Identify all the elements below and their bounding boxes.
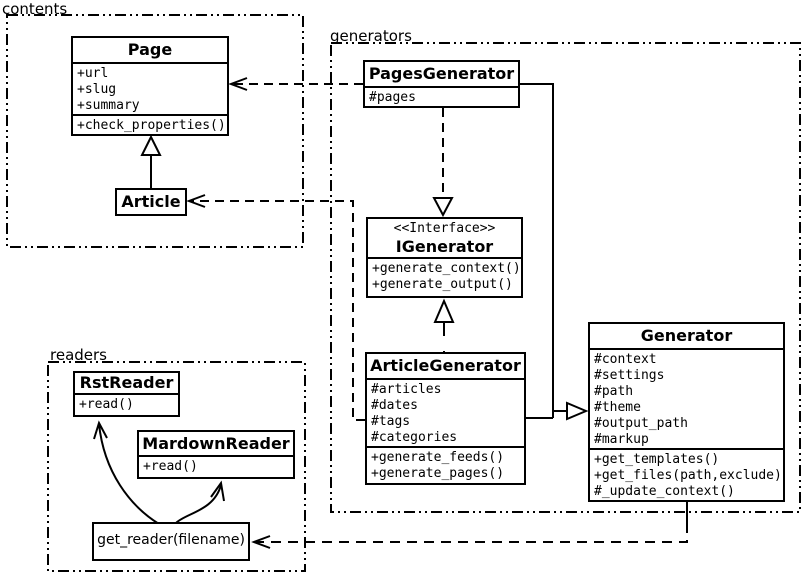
class-title: Article [121, 192, 181, 211]
class-title: Generator [640, 326, 733, 345]
attributes-compartment: #pages [365, 86, 518, 106]
methods-compartment: +read() [75, 393, 178, 413]
attribute: #settings [594, 368, 665, 383]
method: +read() [79, 397, 134, 412]
package-label-contents: contents [2, 0, 68, 18]
attribute: #categories [371, 430, 458, 445]
class-title-block: <<Interface>> IGenerator [368, 219, 521, 257]
class-title: RstReader [79, 373, 174, 392]
attribute: +summary [77, 98, 140, 113]
class-title: IGenerator [395, 237, 494, 256]
inheritance-triangle-icon [566, 401, 589, 421]
attributes-compartment: #context #settings #path #theme #output_… [590, 348, 783, 448]
attributes-compartment: #articles #dates #tags #categories [367, 378, 524, 446]
method: #_update_context() [594, 484, 735, 499]
class-article-generator: ArticleGenerator #articles #dates #tags … [365, 352, 526, 485]
inheritance-triangle-icon [433, 298, 455, 323]
open-arrow-icon [93, 420, 108, 440]
inheritance-triangle-icon [140, 134, 162, 156]
dependency-arrow-icon [251, 535, 271, 549]
method: +get_files(path,exclude) [594, 468, 782, 483]
methods-compartment: +read() [139, 455, 293, 475]
method: +generate_pages() [371, 466, 505, 481]
class-title: PagesGenerator [368, 64, 515, 83]
method: +check_properties() [77, 118, 226, 133]
class-igenerator: <<Interface>> IGenerator +generate_conte… [366, 217, 523, 298]
methods-compartment: +generate_feeds() +generate_pages() [367, 446, 524, 482]
attribute: #articles [371, 382, 442, 397]
function-get-reader: get_reader(filename) [92, 522, 250, 561]
realization-triangle-icon [432, 197, 454, 218]
class-title: Page [127, 40, 173, 59]
class-mardown-reader: MardownReader +read() [137, 430, 295, 479]
attribute: #markup [594, 432, 649, 447]
methods-compartment: +generate_context() +generate_output() [368, 257, 521, 293]
generator-getreader-dashed-line [256, 523, 688, 543]
method: +generate_feeds() [371, 450, 505, 465]
class-rst-reader: RstReader +read() [73, 371, 180, 417]
stereotype: <<Interface>> [393, 221, 496, 236]
methods-compartment: +check_properties() [73, 114, 227, 134]
attribute: #dates [371, 398, 418, 413]
attribute: +slug [77, 82, 117, 97]
attribute: +url [77, 66, 109, 81]
articlegenerator-article-dashed-line [191, 200, 365, 421]
dependency-arrow-icon [228, 77, 248, 91]
package-readers-border [47, 361, 306, 572]
attribute: #theme [594, 400, 641, 415]
attributes-compartment: +url +slug +summary [73, 62, 227, 114]
package-label-generators: generators [330, 27, 412, 45]
class-pages-generator: PagesGenerator #pages [363, 60, 520, 108]
getreader-rstreader-curve [98, 423, 160, 525]
method: +generate_context() [372, 261, 521, 276]
pagesgenerator-generator-line [520, 83, 554, 418]
open-arrow-icon [210, 480, 225, 502]
package-generators-border [330, 42, 801, 513]
class-generator: Generator #context #settings #path #them… [588, 322, 785, 502]
package-label-readers: readers [50, 346, 107, 364]
method: +generate_output() [372, 277, 513, 292]
attribute: #path [594, 384, 634, 399]
attribute: #tags [371, 414, 411, 429]
attribute: #output_path [594, 416, 688, 431]
methods-compartment: +get_templates() +get_files(path,exclude… [590, 448, 783, 500]
class-title: MardownReader [142, 434, 290, 453]
method: +read() [143, 459, 198, 474]
getreader-mardownreader-curve [175, 484, 222, 524]
package-contents-border [6, 14, 304, 248]
class-article: Article [115, 188, 187, 216]
attribute: #context [594, 352, 657, 367]
dependency-arrow-icon [186, 194, 206, 208]
function-label: get_reader(filename) [97, 532, 245, 548]
method: +get_templates() [594, 452, 720, 467]
class-page: Page +url +slug +summary +check_properti… [71, 36, 229, 136]
class-title: ArticleGenerator [370, 356, 521, 375]
attribute: #pages [369, 90, 416, 105]
